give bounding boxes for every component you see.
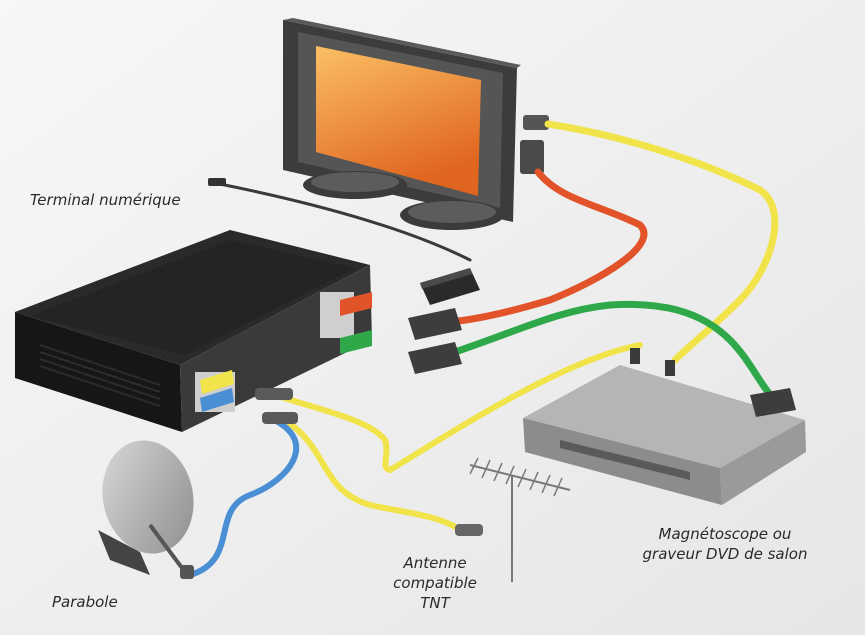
label-recorder: Magnétoscope ou graveur DVD de salon bbox=[610, 524, 840, 564]
flat-screen-tv bbox=[283, 18, 521, 230]
cables bbox=[187, 120, 779, 578]
label-recorder-line-2: graveur DVD de salon bbox=[642, 545, 808, 563]
yellow-antenna-cable-a bbox=[272, 342, 643, 473]
label-antenna-line-3: TNT bbox=[420, 594, 450, 612]
red-connector-arrow bbox=[340, 292, 372, 316]
label-antenna-line-1: Antenne bbox=[403, 554, 467, 572]
digital-terminal-box bbox=[15, 230, 372, 432]
satellite-dish bbox=[98, 440, 194, 579]
blue-connector-arrow bbox=[200, 388, 234, 412]
yellow-connector-arrow bbox=[200, 370, 234, 394]
blue-satellite-cable bbox=[187, 415, 300, 578]
label-dish: Parabole bbox=[52, 593, 118, 611]
label-antenna: Antenne compatible TNT bbox=[355, 553, 515, 613]
green-scart-cable bbox=[451, 300, 779, 404]
dvd-recorder bbox=[523, 348, 806, 505]
power-adapter bbox=[208, 178, 480, 305]
label-antenna-line-2: compatible bbox=[393, 574, 477, 592]
green-connector-arrow bbox=[340, 330, 372, 354]
label-terminal: Terminal numérique bbox=[30, 191, 181, 209]
power-cable bbox=[213, 181, 472, 262]
scart-plugs bbox=[255, 308, 462, 424]
tv-connectors bbox=[520, 115, 549, 174]
red-scart-cable bbox=[446, 168, 648, 326]
label-recorder-line-1: Magnétoscope ou bbox=[658, 525, 792, 543]
tnt-antenna bbox=[455, 457, 571, 582]
yellow-antenna-cable-b bbox=[282, 417, 463, 533]
yellow-video-cable bbox=[544, 120, 779, 364]
tv-screen bbox=[316, 46, 481, 196]
